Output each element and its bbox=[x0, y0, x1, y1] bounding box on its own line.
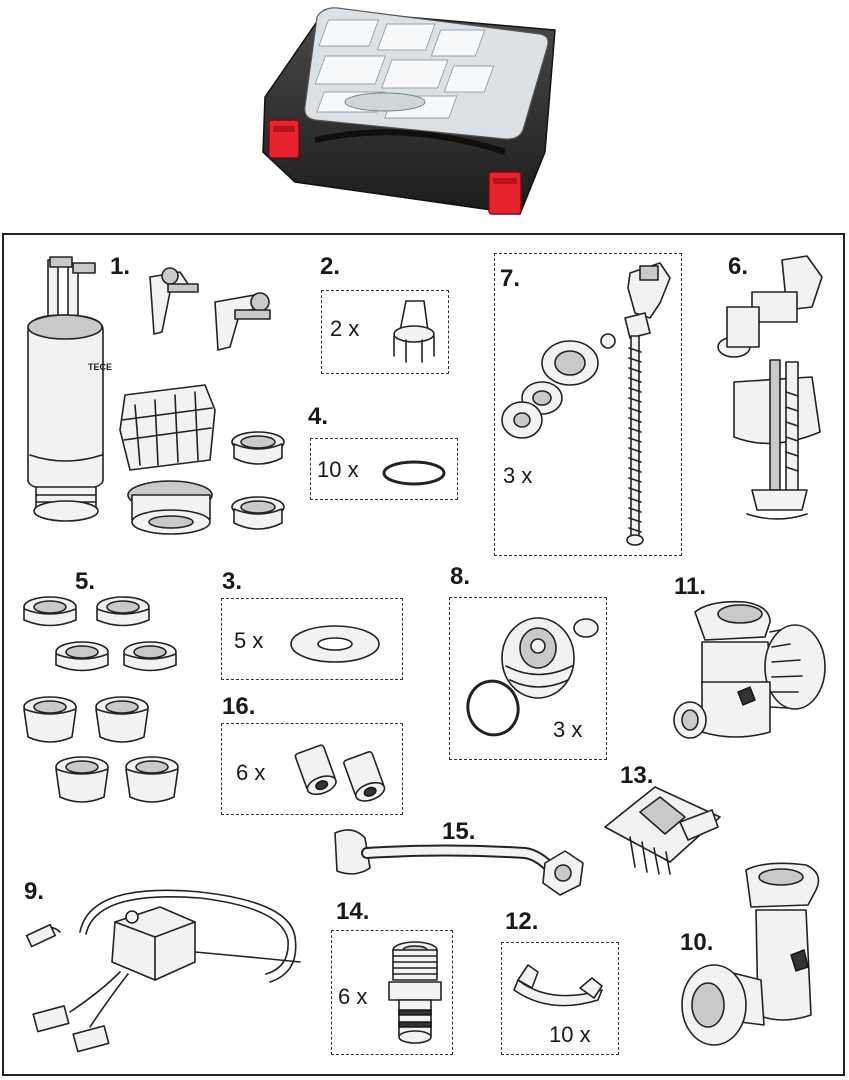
part-1-levers bbox=[149, 267, 271, 351]
part-14-connector bbox=[388, 941, 442, 1044]
box-part-7 bbox=[494, 253, 682, 556]
parts-frame bbox=[2, 233, 845, 1076]
qty-part-3: 5 x bbox=[234, 628, 264, 653]
part-2-clip bbox=[393, 300, 435, 363]
svg-text:TECE: TECE bbox=[88, 362, 112, 372]
qty-part-2: 2 x bbox=[330, 316, 360, 341]
part-4-o-ring bbox=[382, 460, 446, 486]
box-part-12 bbox=[501, 942, 619, 1055]
label-part-1: 1. bbox=[110, 253, 131, 280]
qty-part-7: 3 x bbox=[503, 463, 533, 488]
part-12-clamp bbox=[513, 964, 603, 1007]
label-part-6: 6. bbox=[728, 253, 749, 280]
box-part-2 bbox=[321, 290, 449, 374]
qty-part-14: 6 x bbox=[338, 984, 368, 1009]
part-15-connection-pipe bbox=[334, 829, 584, 896]
label-part-10: 10. bbox=[680, 929, 714, 956]
part-5-rings bbox=[23, 596, 179, 803]
label-part-13: 13. bbox=[620, 762, 654, 789]
part-7-valve-set bbox=[501, 262, 671, 546]
label-part-14: 14. bbox=[336, 898, 370, 925]
box-part-14 bbox=[331, 930, 453, 1055]
part-1-ring-bottom bbox=[231, 496, 285, 530]
label-part-9: 9. bbox=[24, 878, 45, 905]
label-part-8: 8. bbox=[450, 563, 471, 590]
part-10-angle-valve bbox=[681, 862, 820, 1046]
qty-part-16: 6 x bbox=[236, 760, 266, 785]
case-handle-groove bbox=[314, 129, 506, 155]
part-13-bracket bbox=[604, 786, 721, 875]
part-1-overflow-basket bbox=[119, 384, 216, 535]
label-part-5: 5. bbox=[75, 568, 96, 595]
box-part-3 bbox=[221, 598, 403, 680]
carrying-case-illustration bbox=[262, 7, 556, 215]
part-1-ring-top bbox=[231, 431, 285, 465]
box-part-4 bbox=[310, 438, 458, 500]
part-8-diaphragm bbox=[466, 617, 599, 737]
qty-part-12: 10 x bbox=[549, 1022, 591, 1047]
label-part-2: 2. bbox=[320, 253, 341, 280]
label-part-15: 15. bbox=[442, 818, 476, 845]
part-11-valve-body bbox=[673, 600, 826, 739]
qty-part-8: 3 x bbox=[553, 717, 583, 742]
label-part-12: 12. bbox=[505, 908, 539, 935]
part-3-washer bbox=[290, 625, 380, 663]
part-1-flush-valve: TECE bbox=[27, 256, 112, 522]
box-part-8 bbox=[449, 597, 607, 760]
label-part-11: 11. bbox=[674, 573, 707, 600]
part-6-fill-valve bbox=[717, 255, 823, 520]
label-part-4: 4. bbox=[308, 403, 329, 430]
label-part-3: 3. bbox=[222, 568, 243, 595]
label-part-16: 16. bbox=[222, 693, 256, 720]
label-part-7: 7. bbox=[500, 265, 521, 292]
box-part-16 bbox=[221, 723, 403, 815]
part-9-sensor-cable bbox=[25, 889, 301, 1053]
part-16-nozzles bbox=[294, 744, 386, 802]
latch-left bbox=[268, 119, 300, 159]
qty-part-4: 10 x bbox=[317, 457, 359, 482]
